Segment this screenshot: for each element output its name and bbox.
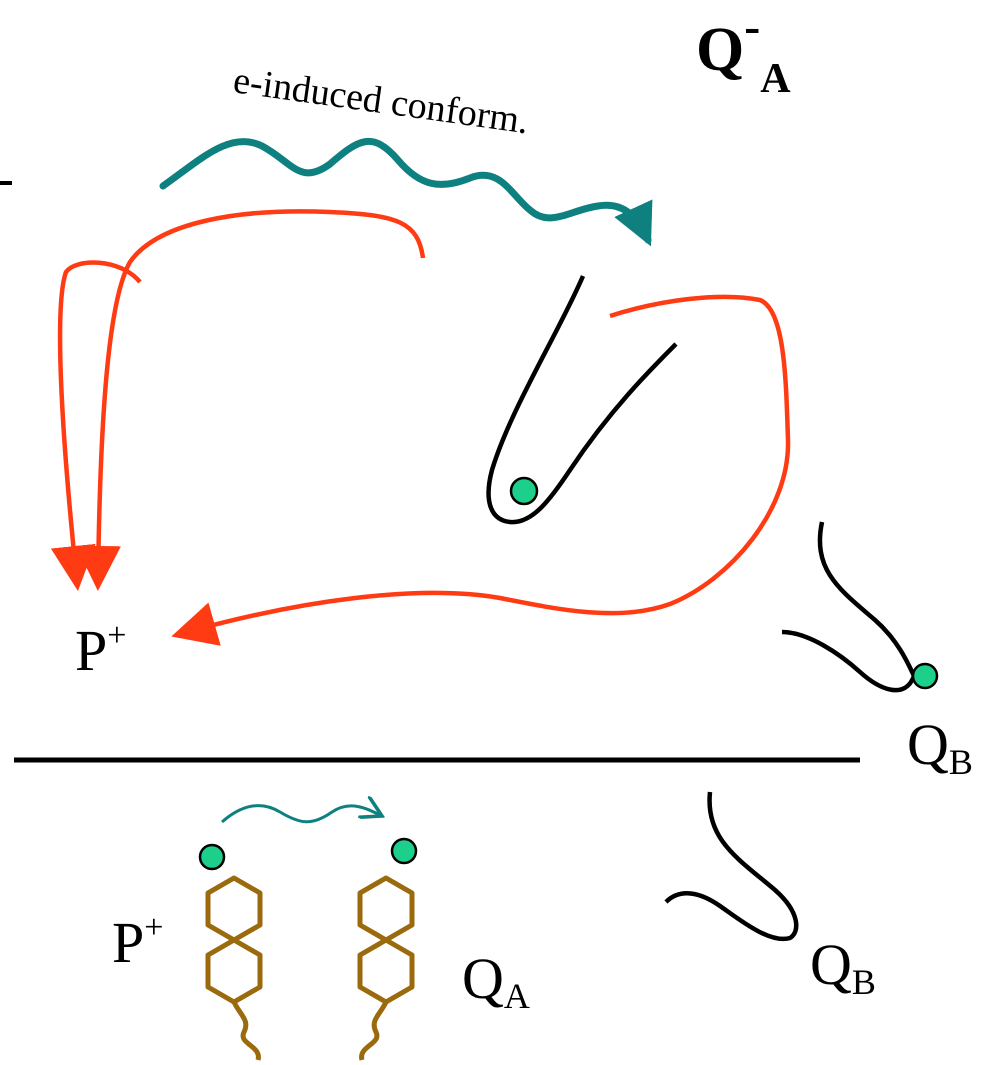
qa-bottom-label: QA xyxy=(462,946,530,1016)
qb-top-sub: B xyxy=(949,742,973,782)
p-plus-bottom-label: P+ xyxy=(112,909,163,975)
quinone-left xyxy=(205,875,263,1061)
p-plus-bottom-base: P xyxy=(112,910,144,975)
title-sup: - xyxy=(744,0,760,53)
p-plus-top-label: P+ xyxy=(75,617,126,683)
teal-conformation-arrow xyxy=(159,138,653,247)
qb-bottom-sub: B xyxy=(852,962,876,1002)
qa-bottom-base: Q xyxy=(462,946,504,1011)
qa-bottom-dot xyxy=(390,837,418,865)
p-plus-bottom-dot xyxy=(198,843,226,871)
p-plus-top-sup: + xyxy=(107,617,126,654)
qb-top-base: Q xyxy=(907,712,949,777)
red-arrow-left-loop xyxy=(50,260,142,591)
qb-bottom-label: QB xyxy=(810,932,876,1002)
qb-top-curve xyxy=(781,521,917,693)
title-sub: A xyxy=(760,56,791,102)
qb-top-label: QB xyxy=(907,712,973,782)
arc-label: e-induced conform. xyxy=(231,59,531,142)
red-arrow-right-loop xyxy=(171,294,791,646)
qa-bottom-sub: A xyxy=(504,976,530,1016)
title-base: Q xyxy=(696,16,744,84)
qb-bottom-curve xyxy=(664,791,799,942)
qa-dot xyxy=(509,476,539,506)
qa-pocket-hairpin xyxy=(486,275,678,525)
p-plus-bottom-sup: + xyxy=(144,909,163,946)
red-arrow-top-arc xyxy=(75,209,426,591)
title-label: Q-A xyxy=(696,0,791,102)
teal-small-arrow xyxy=(221,806,382,824)
p-plus-top-base: P xyxy=(75,618,107,683)
quinone-right xyxy=(357,875,415,1061)
qb-bottom-base: Q xyxy=(810,932,852,997)
qb-top-dot xyxy=(911,662,939,690)
